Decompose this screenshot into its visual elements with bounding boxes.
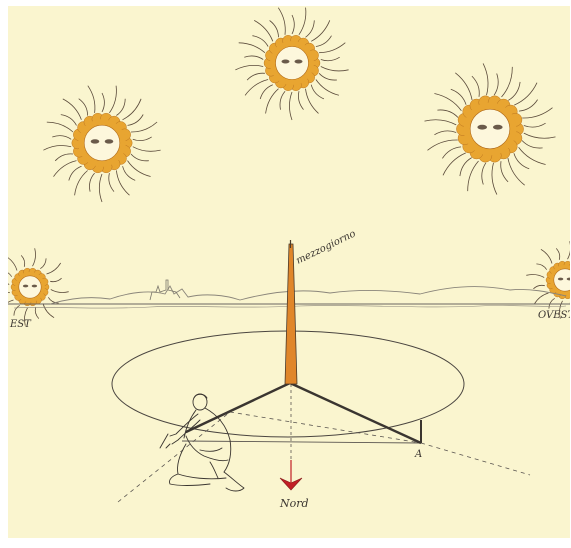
label-nord: Nord	[279, 497, 309, 510]
label-point-a: A	[414, 449, 422, 460]
sun-ray	[0, 281, 9, 284]
label-ovest: OVEST	[538, 310, 571, 321]
sun-eye	[32, 285, 37, 288]
sun-face	[276, 47, 309, 80]
sun-eye	[477, 125, 487, 130]
label-est: EST	[9, 319, 32, 330]
sun-face	[19, 276, 41, 298]
sun-face	[84, 125, 120, 161]
sun-eye	[282, 60, 290, 64]
sun-face	[470, 109, 510, 149]
sun-eye	[558, 278, 563, 281]
sun-eye	[105, 139, 114, 143]
sun-eye	[295, 60, 303, 64]
sun-eye	[493, 125, 503, 130]
sun-eye	[23, 285, 28, 288]
sun-eye	[91, 139, 100, 143]
